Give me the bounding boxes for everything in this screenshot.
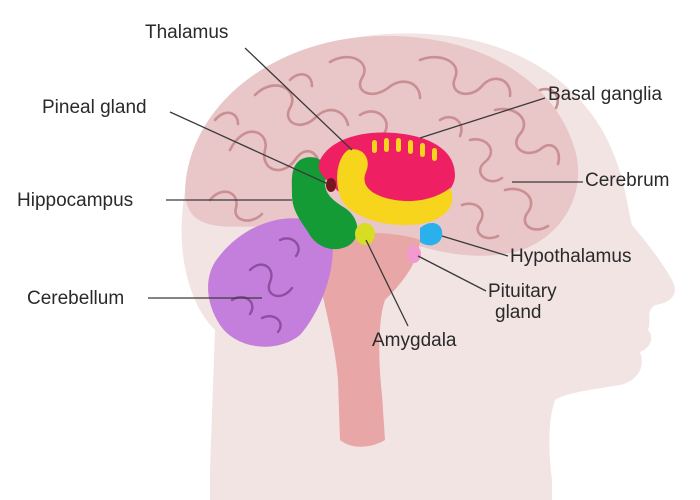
cerebrum-folds bbox=[208, 55, 561, 240]
thalamus bbox=[337, 149, 453, 226]
pineal-gland bbox=[326, 178, 336, 192]
leader-lines bbox=[148, 47, 583, 327]
brainstem bbox=[317, 232, 420, 447]
label-cerebrum: Cerebrum bbox=[585, 170, 669, 191]
label-pineal-gland: Pineal gland bbox=[42, 97, 147, 118]
hippocampus bbox=[291, 157, 358, 250]
label-hypothalamus: Hypothalamus bbox=[510, 246, 631, 267]
label-pituitary-line2: gland bbox=[495, 302, 542, 323]
amygdala bbox=[355, 223, 375, 245]
label-amygdala: Amygdala bbox=[372, 330, 457, 351]
label-pituitary-line1: Pituitary bbox=[488, 281, 557, 302]
label-hippocampus: Hippocampus bbox=[17, 190, 133, 211]
labels: Thalamus Basal ganglia Pineal gland Cere… bbox=[17, 22, 669, 351]
hypothalamus bbox=[420, 222, 443, 246]
pituitary-gland bbox=[407, 245, 421, 263]
basal-ganglia-stripes bbox=[372, 138, 437, 161]
label-basal-ganglia: Basal ganglia bbox=[548, 84, 663, 105]
label-cerebellum: Cerebellum bbox=[27, 288, 124, 309]
label-thalamus: Thalamus bbox=[145, 22, 228, 43]
